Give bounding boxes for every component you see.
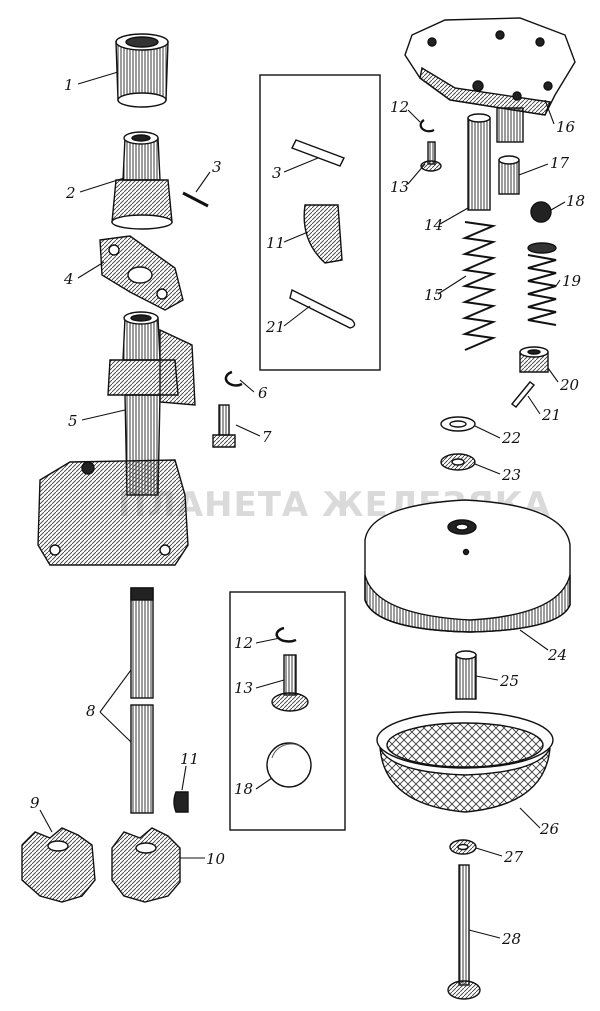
part-10-drive-gear — [111, 827, 181, 903]
part-27-lock-washer — [449, 839, 477, 855]
label-part-21: 21 — [541, 406, 561, 424]
label-inset-part-12: 12 — [234, 634, 253, 652]
part-24-filter-cover — [364, 499, 571, 633]
inset-part-21-cotter-pin — [289, 288, 356, 329]
label-part-11: 11 — [180, 750, 199, 768]
part-2-drive-gear — [111, 131, 173, 230]
part-5-pump-housing — [37, 311, 196, 566]
label-part-23: 23 — [501, 466, 521, 484]
label-part-26: 26 — [539, 820, 560, 838]
part-15-spring — [461, 221, 497, 351]
label-inset-part-18: 18 — [234, 780, 253, 798]
label-part-13: 13 — [390, 178, 409, 196]
inset-box-lower — [229, 591, 346, 831]
inset-part-13-screw — [271, 654, 309, 712]
label-part-16: 16 — [556, 118, 576, 136]
label-inset-part-13: 13 — [234, 679, 253, 697]
label-part-9: 9 — [30, 794, 40, 812]
label-part-3: 3 — [212, 158, 222, 176]
part-16-cover-plate — [404, 17, 576, 143]
part-3-pin — [182, 191, 209, 208]
part-11-key-small — [173, 791, 189, 813]
label-part-12: 12 — [390, 98, 409, 116]
part-20-nut — [519, 346, 549, 373]
label-part-2: 2 — [65, 184, 76, 202]
inset-part-11-key — [303, 204, 343, 264]
label-part-20: 20 — [559, 376, 580, 394]
part-28-long-bolt — [447, 864, 481, 1000]
label-part-24: 24 — [547, 646, 567, 664]
label-inset-part-11: 11 — [266, 234, 285, 252]
part-1-bushing — [115, 33, 169, 108]
label-part-1: 1 — [64, 76, 74, 94]
part-18-ball — [530, 201, 552, 223]
inset-part-3-pin — [291, 139, 345, 167]
part-13-screw — [420, 141, 442, 172]
part-17-bushing — [498, 155, 520, 195]
label-part-28: 28 — [501, 930, 521, 948]
part-23-washer — [440, 453, 476, 471]
part-26-mesh-strainer — [376, 711, 554, 813]
label-part-18: 18 — [566, 192, 585, 210]
part-8-shafts — [130, 587, 154, 814]
part-25-bushing — [455, 650, 477, 700]
label-part-5: 5 — [68, 412, 78, 430]
label-part-6: 6 — [258, 384, 268, 402]
label-inset-part-3: 3 — [272, 164, 282, 182]
label-part-8: 8 — [86, 702, 96, 720]
label-part-17: 17 — [550, 154, 570, 172]
label-inset-part-21: 21 — [265, 318, 285, 336]
label-part-19: 19 — [562, 272, 582, 290]
part-7-bolt — [212, 404, 236, 448]
label-part-14: 14 — [424, 216, 443, 234]
part-14-tube — [467, 113, 491, 211]
label-part-4: 4 — [63, 270, 74, 288]
part-19-spring — [527, 242, 557, 326]
part-22-washer — [440, 416, 476, 432]
part-21-cotter-pin — [510, 381, 536, 408]
label-part-22: 22 — [501, 429, 521, 447]
label-part-15: 15 — [424, 286, 443, 304]
label-part-27: 27 — [503, 848, 524, 866]
part-4-gasket — [99, 235, 184, 311]
inset-part-12-circlip — [275, 626, 297, 643]
label-part-25: 25 — [499, 672, 519, 690]
inset-box-upper — [259, 74, 381, 371]
inset-part-18-ball — [266, 742, 312, 788]
label-part-10: 10 — [206, 850, 226, 868]
part-9-driven-gear — [21, 827, 96, 903]
label-part-7: 7 — [262, 428, 272, 446]
leader-lines — [39, 71, 566, 939]
part-12-circlip — [419, 119, 435, 133]
part-6-circlip — [224, 370, 243, 387]
